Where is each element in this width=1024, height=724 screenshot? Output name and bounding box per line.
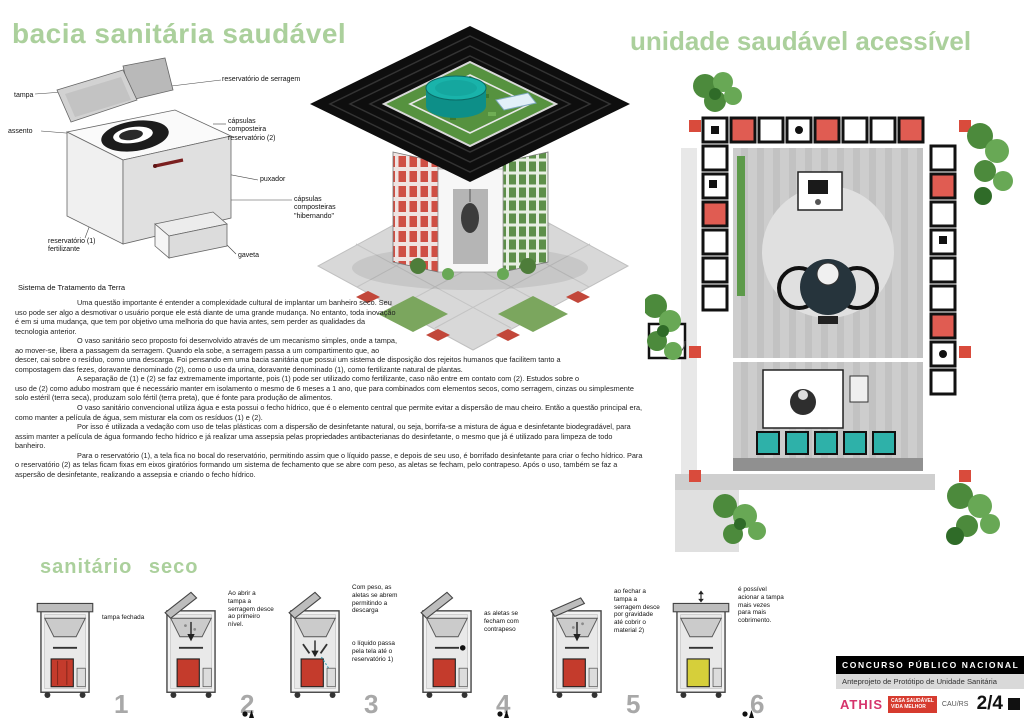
logos-row: ATHIS CASA SAUDÁVEL VIDA MELHOR CAU/RS 2…: [836, 689, 1024, 719]
plan-modules-left-column: [701, 144, 729, 312]
athis-logo: ATHIS: [840, 696, 884, 712]
step-caption: Ao abrir a tampa a serragem desce ao pri…: [228, 590, 274, 629]
step-number: 3: [364, 689, 379, 719]
label-assento: assento: [8, 128, 33, 135]
paragraph: A separação de (1) e (2) se faz extremam…: [15, 374, 634, 403]
step-number: 1: [114, 689, 129, 719]
toilet-lid-open: [56, 69, 138, 123]
cabinet-diagram-closed-icon: [36, 602, 94, 698]
plan-modules-right-column: [929, 144, 957, 396]
isometric-building-render: [310, 26, 630, 351]
page-number: 2/4: [976, 693, 1003, 714]
label-reservatorio-fertilizante: reservatório (1) fertilizante: [48, 238, 96, 254]
drawer-gaveta: [154, 211, 228, 259]
plan-plants: [645, 72, 1013, 545]
step-number: 5: [626, 689, 641, 719]
step-caption: é possível acionar a tampa mais vezes pa…: [738, 586, 784, 625]
text-wrap-spacer: [400, 298, 643, 352]
mechanism-step-2: Ao abrir a tampa a serragem desce ao pri…: [148, 584, 278, 722]
step-caption: as aletas se fecham com contrapeso: [484, 610, 519, 633]
mechanism-step-6: é possível acionar a tampa mais vezes pa…: [658, 584, 788, 722]
plan-dark-strip: [733, 458, 923, 471]
ground-lawn-patches: [378, 296, 568, 332]
wheelchair-user-icon: [777, 259, 879, 324]
plan-green-wall-strip: [737, 156, 745, 296]
plan-desk: [797, 171, 843, 211]
paragraph: Por isso é utilizada a vedação com uso d…: [15, 422, 631, 451]
vertical-garden-wall: [502, 151, 549, 273]
bottom-mark-icon: [497, 710, 509, 718]
step-caption: Com peso, as aletas se abrem permitindo …: [352, 584, 398, 615]
body-text: Uma questão importante é entender a comp…: [15, 298, 643, 479]
badge-line-1: CASA SAUDÁVEL: [891, 697, 934, 704]
puxador-handle: [153, 158, 184, 168]
label-tampa: tampa: [14, 92, 34, 99]
step-caption: o líquido passa pela tela até o reservat…: [352, 640, 395, 663]
roof-lounge: [495, 92, 537, 111]
casa-saudavel-badge: CASA SAUDÁVEL VIDA MELHOR: [888, 695, 937, 713]
plan-teal-tiles: [756, 431, 896, 455]
badge-line-2: VIDA MELHOR: [891, 704, 926, 710]
emblem-icon: [1008, 698, 1020, 710]
paragraph: O vaso sanitário convencional utiliza ág…: [15, 403, 643, 422]
label-sistema-tratamento: Sistema de Tratamento da Terra: [18, 283, 125, 292]
bottom-mark-icon: [242, 710, 254, 718]
paragraph: O vaso sanitário seco proposto foi desen…: [15, 336, 561, 374]
label-capsulas-reservatorio: cápsulas composteira reservatório (2): [228, 118, 276, 142]
cabinet-diagram-lid-closing-icon: [550, 597, 602, 698]
label-gaveta: gaveta: [238, 252, 260, 259]
paragraph: Uma questão importante é entender a comp…: [15, 298, 396, 336]
mechanism-step-5: ao fechar a tampa a serragem desce por g…: [534, 584, 664, 722]
building-columns: [392, 151, 549, 280]
plan-walkways: [675, 148, 935, 552]
plan-red-accent-tiles: [689, 120, 971, 482]
cabinet-diagram-flaps-closed-icon: [420, 591, 472, 698]
plan-module-glyphs: [709, 126, 947, 358]
step-caption: ao fechar a tampa a serragem desce por g…: [614, 588, 660, 635]
cabinet-diagram-repeat-icon: [672, 590, 730, 698]
base-bushes: [410, 258, 536, 280]
section-title-sanitario-seco: sanitário seco: [40, 556, 199, 578]
step-number: 2: [240, 689, 255, 719]
central-portal: [437, 168, 504, 273]
accessible-unit-floor-plan: [645, 72, 1013, 552]
exploded-toilet-diagram: [34, 57, 292, 259]
label-reservatorio-serragem: reservatório de serragem: [222, 76, 301, 83]
cau-rs-logo: CAU/RS: [941, 700, 969, 708]
compost-capsule-wall: [392, 151, 439, 273]
project-subtitle: Anteprojeto de Protótipo de Unidade Sani…: [836, 674, 1024, 689]
competition-title: CONCURSO PÚBLICO NACIONAL: [836, 656, 1024, 674]
step-number: 6: [750, 689, 765, 719]
label-puxador: puxador: [260, 176, 286, 183]
mechanism-step-3: Com peso, as aletas se abrem permitindo …: [272, 584, 402, 722]
page-title-right: unidade saudável acessível: [630, 26, 972, 56]
cabinet-diagram-flaps-open-icon: [288, 591, 340, 698]
toilet-seat: [101, 120, 169, 152]
mechanism-step-4: as aletas se fecham com contrapeso 4: [404, 584, 534, 722]
plan-modules-top-row: [701, 116, 925, 144]
paragraph: Para o reservatório (1), a tela fica no …: [15, 450, 643, 479]
water-tank: [425, 75, 487, 118]
cabinet-diagram-lid-open-icon: [164, 591, 216, 698]
page-title-left: bacia sanitária saudável: [12, 18, 347, 49]
text-wrap-spacer: [587, 352, 643, 382]
mechanism-step-1: tampa fechada 1: [22, 584, 152, 722]
label-capsulas-hibernando: cápsulas composteiras "hibernando": [294, 196, 336, 220]
step-caption: tampa fechada: [102, 614, 145, 621]
bottom-mark-icon: [742, 710, 754, 718]
title-block: CONCURSO PÚBLICO NACIONAL Anteprojeto de…: [836, 656, 1024, 719]
